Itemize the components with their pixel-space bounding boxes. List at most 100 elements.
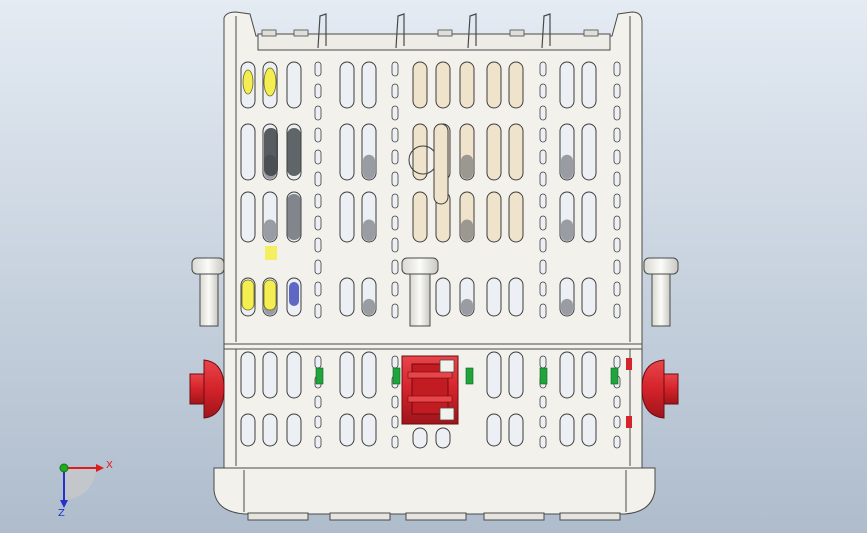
- narrow-slot: [613, 149, 621, 165]
- vent-slot: [435, 427, 451, 449]
- narrow-slot: [539, 149, 547, 165]
- vent-slot: [339, 351, 355, 399]
- vent-slot: [508, 413, 524, 447]
- narrow-slot: [613, 259, 621, 275]
- narrow-slot: [314, 415, 322, 429]
- vent-slot: [435, 61, 451, 109]
- right-red-connector: [641, 359, 679, 419]
- narrow-slot: [391, 259, 399, 275]
- vent-slot: [435, 277, 451, 317]
- narrow-slot: [613, 395, 621, 409]
- narrow-slot: [391, 215, 399, 231]
- blue-component: [289, 282, 299, 306]
- slot-shadow: [561, 219, 573, 241]
- vent-slot: [262, 413, 278, 447]
- narrow-slot: [539, 237, 547, 253]
- narrow-slot: [539, 435, 547, 449]
- vent-slot: [581, 277, 597, 317]
- upper-vent-slots: [240, 61, 621, 319]
- vent-slot: [339, 123, 355, 181]
- dark-cylinder: [287, 128, 301, 176]
- vent-slot: [339, 191, 355, 243]
- slot-shadow: [561, 298, 573, 315]
- yellow-capacitor: [241, 279, 255, 311]
- narrow-slot: [314, 395, 322, 409]
- slot-shadow: [461, 298, 473, 315]
- narrow-slot: [613, 171, 621, 187]
- narrow-slot: [613, 281, 621, 297]
- vent-slot: [486, 123, 502, 181]
- narrow-slot: [613, 105, 621, 121]
- vent-slot: [412, 191, 428, 243]
- vent-slot: [581, 413, 597, 447]
- vent-slot: [412, 61, 428, 109]
- narrow-slot: [314, 215, 322, 231]
- red-indicator: [626, 416, 632, 428]
- narrow-slot: [391, 83, 399, 99]
- narrow-slot: [539, 61, 547, 77]
- narrow-slot: [314, 83, 322, 99]
- narrow-slot: [613, 303, 621, 319]
- vent-slot: [486, 351, 502, 399]
- vent-slot: [486, 61, 502, 109]
- green-led: [315, 367, 324, 385]
- narrow-slot: [391, 193, 399, 209]
- vent-slot: [412, 123, 428, 181]
- vent-slot: [559, 61, 575, 109]
- narrow-slot: [314, 171, 322, 187]
- vent-slot: [486, 191, 502, 243]
- green-led: [465, 367, 474, 385]
- narrow-slot: [539, 215, 547, 231]
- left-red-connector: [189, 359, 225, 419]
- narrow-slot: [539, 127, 547, 143]
- narrow-slot: [314, 259, 322, 275]
- narrow-slot: [391, 171, 399, 187]
- yellow-capacitor: [242, 69, 254, 95]
- narrow-slot: [539, 259, 547, 275]
- vent-slot: [361, 351, 377, 399]
- vent-slot: [581, 123, 597, 181]
- vent-slot: [339, 61, 355, 109]
- red-indicator: [626, 358, 632, 370]
- narrow-slot: [391, 415, 399, 429]
- vent-slot: [459, 61, 475, 109]
- vent-slot: [508, 277, 524, 317]
- vent-slot: [240, 191, 256, 243]
- narrow-slot: [613, 237, 621, 253]
- vent-slot: [240, 413, 256, 447]
- slot-shadow: [461, 154, 473, 179]
- narrow-slot: [314, 303, 322, 319]
- narrow-slot: [539, 415, 547, 429]
- yellow-capacitor: [265, 246, 277, 260]
- narrow-slot: [539, 395, 547, 409]
- narrow-slot: [613, 193, 621, 209]
- upper-housing: [223, 11, 643, 345]
- vent-slot: [508, 123, 524, 181]
- x-axis-label: X: [106, 460, 113, 471]
- narrow-slot: [314, 61, 322, 77]
- narrow-slot: [391, 105, 399, 121]
- narrow-slot: [539, 355, 547, 369]
- narrow-slot: [613, 83, 621, 99]
- left-bolt: [191, 257, 225, 327]
- beige-cylinder: [433, 123, 449, 205]
- narrow-slot: [314, 105, 322, 121]
- vent-slot: [339, 413, 355, 447]
- yellow-capacitor: [263, 67, 277, 97]
- narrow-slot: [391, 303, 399, 319]
- narrow-slot: [539, 193, 547, 209]
- narrow-slot: [539, 105, 547, 121]
- narrow-slot: [613, 61, 621, 77]
- narrow-slot: [391, 127, 399, 143]
- vent-slot: [559, 351, 575, 399]
- narrow-slot: [391, 281, 399, 297]
- center-bolt: [401, 257, 439, 327]
- coordinate-axes-icon: X Z: [58, 460, 113, 519]
- narrow-slot: [314, 149, 322, 165]
- slot-shadow: [363, 298, 375, 315]
- slot-shadow: [363, 154, 375, 179]
- narrow-slot: [539, 171, 547, 187]
- narrow-slot: [613, 355, 621, 369]
- vent-slot: [412, 427, 428, 449]
